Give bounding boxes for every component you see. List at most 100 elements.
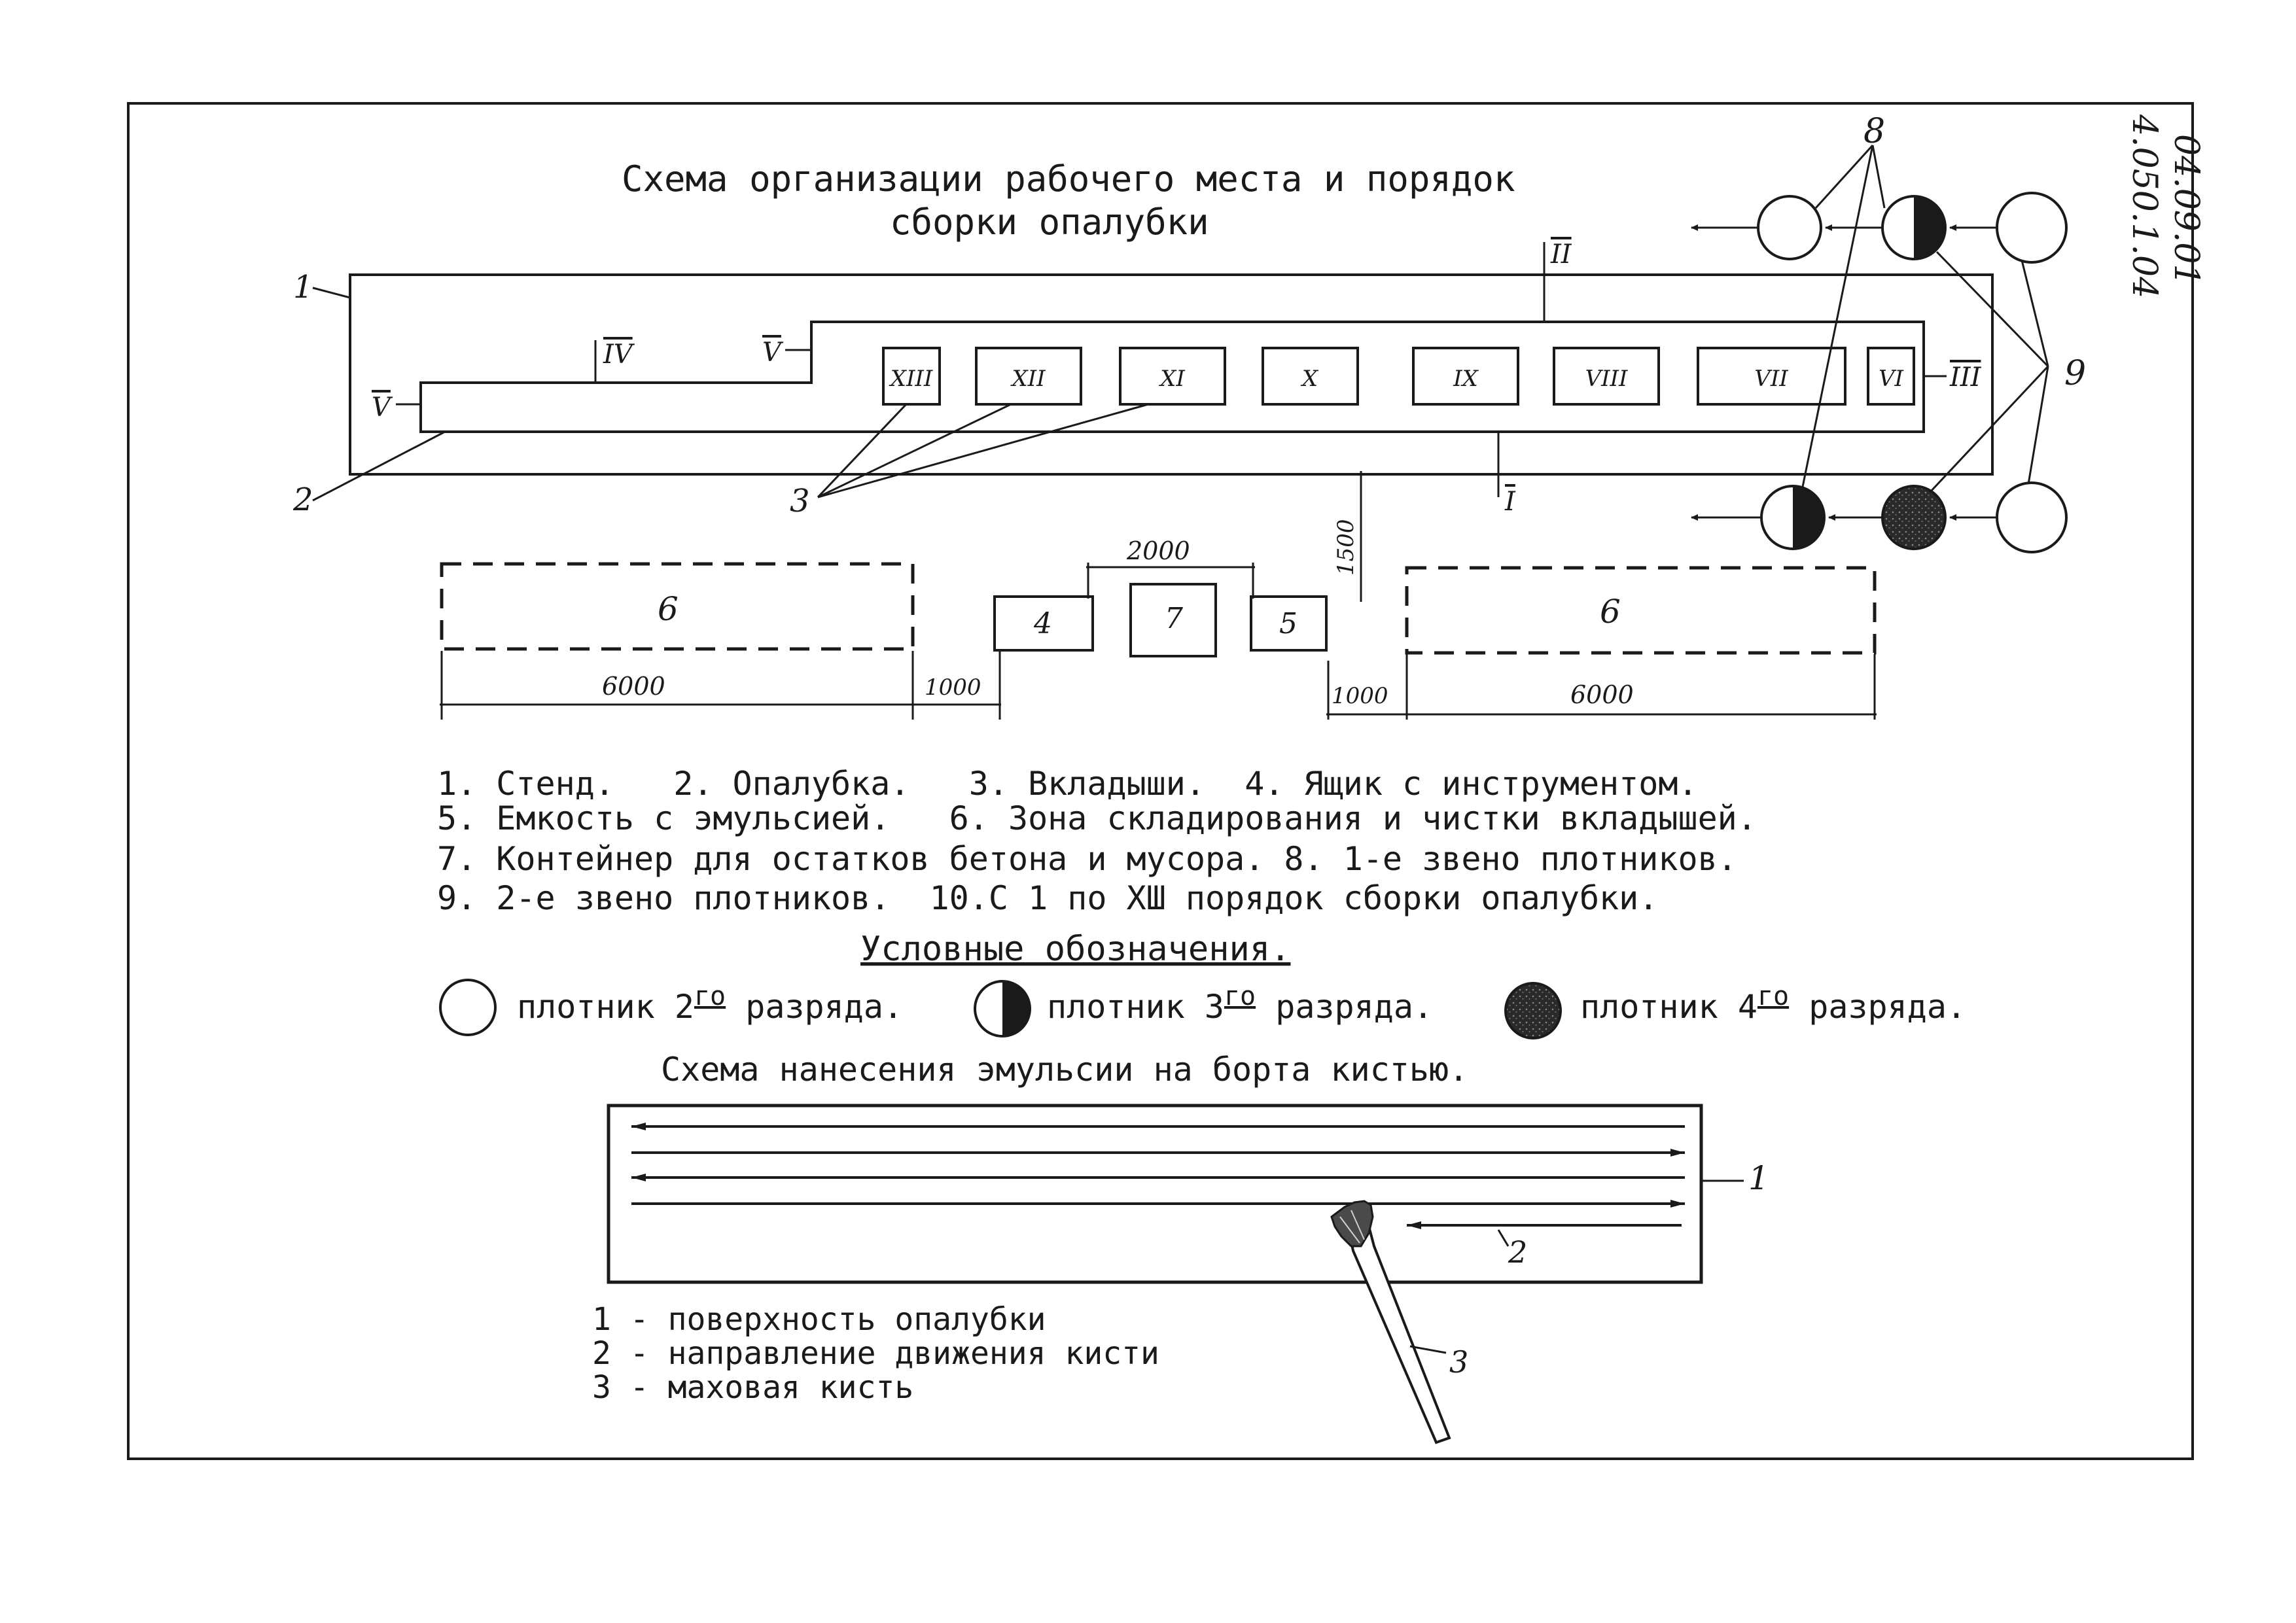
emulsion-note: 3 - маховая кисть bbox=[592, 1369, 913, 1406]
tool-box-label: 4 bbox=[1033, 607, 1052, 640]
carpenter-crew bbox=[1691, 192, 2068, 553]
emulsion-callout-3: 3 bbox=[1449, 1344, 1468, 1380]
leader-9a bbox=[1935, 251, 2049, 368]
section-mark-I: I bbox=[1504, 487, 1516, 517]
symbol-item-grade2: плотник 2го разряда. bbox=[439, 979, 903, 1036]
carpenter-grade2-icon bbox=[1996, 192, 2068, 264]
dimension-label: 6000 bbox=[1570, 680, 1634, 709]
storage-zone-label: 6 bbox=[1600, 593, 1621, 631]
callout-2: 2 bbox=[292, 481, 313, 518]
leader-3a bbox=[817, 403, 908, 498]
stamp-line-1: 4.050.1.04 bbox=[2125, 114, 2164, 298]
emulsion-tank-label: 5 bbox=[1279, 607, 1298, 640]
leader-1 bbox=[312, 287, 351, 299]
insert-label: XII bbox=[1010, 366, 1046, 392]
storage-zone-right bbox=[1405, 566, 1877, 655]
symbol-item-grade3: плотник 3го разряда. bbox=[974, 980, 1433, 1038]
legend-line: 9. 2-е звено плотников. 10.С 1 по ХШ пор… bbox=[437, 879, 1658, 917]
symbol-label: плотник 3го разряда. bbox=[1047, 981, 1433, 1026]
callout-9: 9 bbox=[2064, 354, 2086, 393]
numbered-legend: 1. Стенд. 2. Опалубка. 3. Вкладыши. 4. Я… bbox=[437, 765, 1757, 917]
insert-label: XIII bbox=[889, 366, 933, 392]
dimensions bbox=[440, 471, 1877, 720]
insert-box bbox=[1119, 347, 1226, 406]
insert-box bbox=[1412, 347, 1519, 406]
insert-box bbox=[1262, 347, 1359, 406]
carpenter-grade3-outline bbox=[1881, 195, 1947, 260]
emulsion-note: 2 - направление движения кисти bbox=[592, 1335, 1159, 1372]
leader-e2 bbox=[1497, 1229, 1510, 1247]
section-mark-V-b: V bbox=[372, 393, 393, 423]
leader-2 bbox=[312, 430, 446, 502]
carpenter-grade4-icon bbox=[1881, 485, 1947, 550]
carpenter-grade2-icon bbox=[1996, 481, 2068, 553]
formwork-outline bbox=[419, 321, 1925, 433]
leader-9d bbox=[2027, 366, 2049, 485]
insert-label: VI bbox=[1879, 366, 1904, 392]
storage-zone-label: 6 bbox=[658, 590, 679, 628]
legend-line: 1. Стенд. 2. Опалубка. 3. Вкладыши. 4. Я… bbox=[437, 765, 1698, 803]
legend-line: 5. Емкость с эмульсией. 6. Зона складиро… bbox=[437, 799, 1757, 837]
emulsion-tank bbox=[1250, 595, 1328, 652]
storage-zone-left bbox=[440, 562, 915, 651]
stand-outline bbox=[349, 273, 1994, 476]
section-mark-V-a: V bbox=[762, 338, 784, 368]
emulsion-callout-1: 1 bbox=[1748, 1159, 1769, 1197]
legend-line: 7. Контейнер для остатков бетона и мусор… bbox=[437, 840, 1737, 878]
leader-3b bbox=[817, 403, 1012, 498]
tool-box bbox=[993, 595, 1094, 652]
section-mark-II: II bbox=[1550, 239, 1572, 270]
carpenter-grade3-icon bbox=[1914, 196, 1945, 259]
leader-8c bbox=[1801, 145, 1874, 487]
circle-filled-icon bbox=[1504, 982, 1562, 1039]
symbol-label: плотник 4го разряда. bbox=[1580, 981, 1966, 1026]
formwork-surface bbox=[607, 1104, 1703, 1284]
waste-container-label: 7 bbox=[1165, 602, 1183, 635]
insert-label: XI bbox=[1158, 366, 1185, 392]
inserts-group: XIII XII XI X IX VIII VII VI bbox=[882, 347, 1915, 406]
insert-box bbox=[882, 347, 941, 406]
diagram-title-line-1: Схема организации рабочего места и поряд… bbox=[622, 158, 1515, 200]
callout-8: 8 bbox=[1863, 112, 1885, 151]
insert-label: X bbox=[1300, 366, 1319, 392]
circle-empty-icon bbox=[439, 979, 497, 1036]
leader-9c bbox=[1929, 365, 2049, 493]
dimension-label: 2000 bbox=[1126, 536, 1190, 565]
symbols-heading: Условные обозначения. bbox=[860, 930, 1290, 969]
callout-3: 3 bbox=[790, 483, 810, 519]
symbol-label: плотник 2го разряда. bbox=[517, 981, 903, 1026]
carpenter-grade2-icon bbox=[1757, 195, 1822, 260]
insert-box bbox=[1553, 347, 1660, 406]
circle-half-icon bbox=[1002, 981, 1030, 1036]
section-mark-IV: IV bbox=[603, 340, 635, 370]
emulsion-callout-2: 2 bbox=[1508, 1234, 1527, 1270]
section-mark-III: III bbox=[1949, 362, 1982, 393]
dimension-label: 6000 bbox=[602, 672, 665, 701]
dimension-label: 1500 bbox=[1333, 519, 1359, 576]
brush-icon bbox=[1330, 1200, 1451, 1444]
diagram-title-line-2: сборки опалубки bbox=[890, 201, 1209, 243]
insert-box bbox=[975, 347, 1082, 406]
brush-strokes bbox=[631, 1123, 1685, 1229]
carpenter-grade3-outline bbox=[1760, 485, 1826, 550]
leader-9b bbox=[2021, 260, 2049, 367]
leader-e3 bbox=[1409, 1345, 1447, 1354]
stamp: 4.050.1.04 04.09.01 bbox=[2125, 114, 2206, 298]
waste-container bbox=[1129, 583, 1217, 657]
leader-8b bbox=[1871, 145, 1886, 209]
dimension-label: 1000 bbox=[925, 674, 981, 701]
stamp-line-2: 04.09.01 bbox=[2166, 134, 2206, 286]
insert-label: IX bbox=[1453, 366, 1479, 392]
insert-box bbox=[1867, 347, 1915, 406]
emulsion-note: 1 - поверхность опалубки bbox=[592, 1301, 1046, 1338]
leader-3c bbox=[817, 403, 1149, 498]
insert-box bbox=[1697, 347, 1846, 406]
insert-label: VII bbox=[1754, 366, 1788, 392]
insert-label: VIII bbox=[1585, 366, 1628, 392]
carpenter-grade3-icon bbox=[1793, 486, 1824, 549]
drawing-frame bbox=[127, 102, 2194, 1460]
dimension-label: 1000 bbox=[1332, 683, 1388, 709]
symbol-item-grade4: плотник 4го разряда. bbox=[1504, 981, 1966, 1039]
leader-8a bbox=[1814, 144, 1874, 209]
